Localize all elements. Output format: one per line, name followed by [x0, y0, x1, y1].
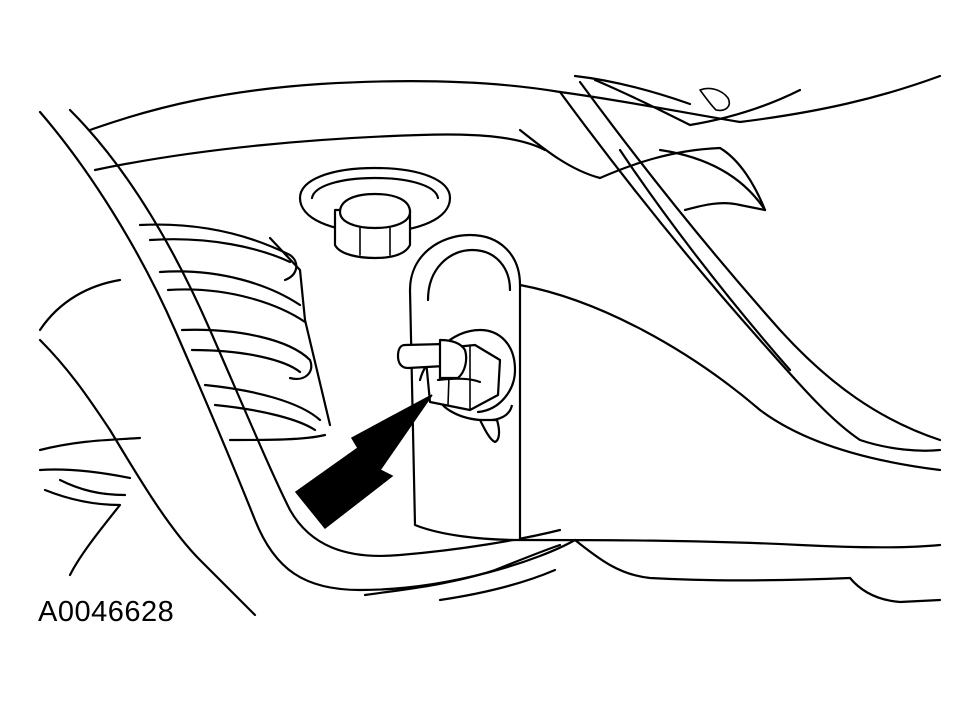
- figure-id-label: A0046628: [38, 596, 175, 628]
- stud-bolt-assembly: [396, 328, 517, 444]
- upper-mount-nut: [298, 166, 452, 260]
- diagonal-frame-rail: [558, 80, 942, 452]
- lower-floor-lines: [363, 543, 562, 602]
- coil-spring: [138, 223, 332, 442]
- callout-arrow-icon: [294, 394, 433, 530]
- upper-body-panel: [88, 74, 942, 212]
